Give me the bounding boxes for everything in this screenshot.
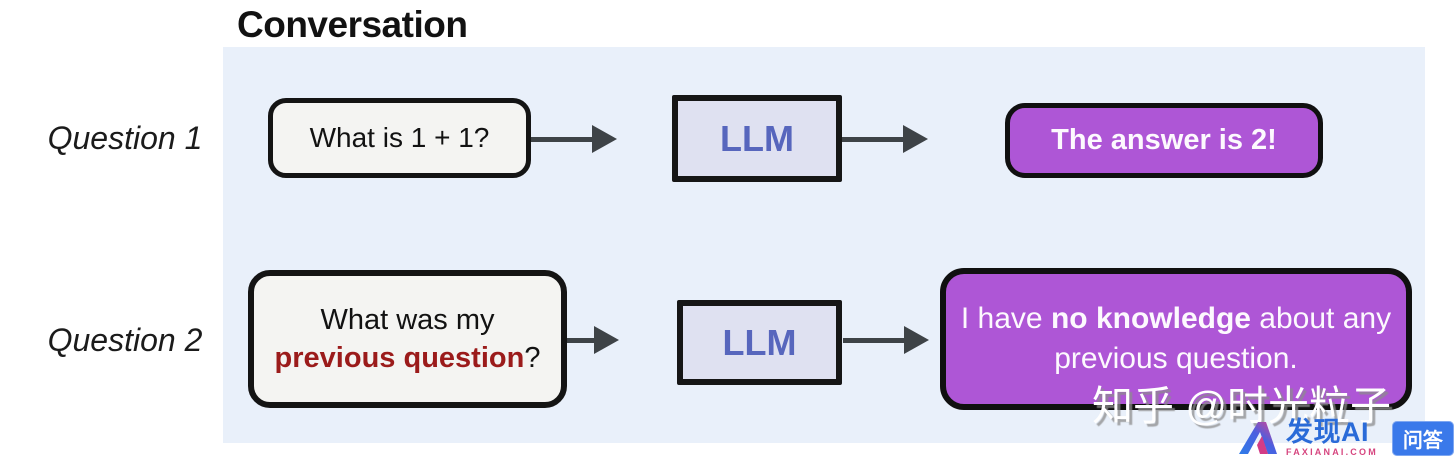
question-2-highlight: previous question: [274, 342, 525, 374]
arrow-head-icon: [904, 326, 929, 354]
llm-label: LLM: [722, 321, 797, 363]
answer-2-prefix: I have: [960, 302, 1051, 336]
brand-text-block: 发现AI FAXIANAI.COM: [1286, 419, 1378, 457]
answer-1-box: The answer is 2!: [1005, 103, 1323, 178]
answer-2-bold: no knowledge: [1050, 302, 1251, 336]
brand-name: 发现AI: [1286, 417, 1369, 447]
zhihu-watermark: 知乎 @时光粒子: [1092, 383, 1392, 429]
brand-domain: FAXIANAI.COM: [1286, 447, 1378, 457]
answer-2-text: I have no knowledge about any previous q…: [960, 299, 1392, 379]
arrow-line: [567, 337, 594, 343]
arrow-llm-to-answer2: [843, 325, 929, 355]
llm-box-row1: LLM: [672, 95, 842, 182]
question-1-text: What is 1 + 1?: [309, 122, 490, 153]
question-1-box: What is 1 + 1?: [268, 98, 531, 178]
llm-box-row2: LLM: [677, 300, 842, 385]
answer-2-box: I have no knowledge about any previous q…: [940, 268, 1412, 410]
question-2-suffix: ?: [524, 342, 541, 374]
arrow-llm-to-answer1: [842, 124, 928, 154]
question-2-box: What was my previous question?: [248, 270, 567, 408]
arrow-line: [842, 136, 903, 142]
arrow-question1-to-llm: [531, 124, 617, 154]
row-label-question-1: Question 1: [47, 120, 203, 156]
qa-badge: 问答: [1391, 420, 1454, 456]
arrow-line: [843, 337, 904, 343]
arrow-head-icon: [592, 125, 617, 153]
answer-1-text: The answer is 2!: [1051, 124, 1277, 156]
arrow-head-icon: [903, 125, 928, 153]
row-label-question-2: Question 2: [47, 322, 203, 358]
question-2-text: What was my previous question?: [275, 301, 541, 378]
arrow-head-icon: [594, 326, 619, 354]
arrow-question2-to-llm: [567, 325, 619, 355]
question-2-line1: What was my: [320, 303, 495, 336]
site-branding: 发现AI FAXIANAI.COM 问答: [1238, 419, 1454, 457]
answer-2-suffix: about any previous question.: [1054, 302, 1392, 375]
llm-label: LLM: [720, 117, 794, 159]
faxianai-logo-icon: [1239, 422, 1277, 454]
arrow-line: [531, 136, 592, 142]
diagram-title: Conversation: [237, 4, 468, 45]
